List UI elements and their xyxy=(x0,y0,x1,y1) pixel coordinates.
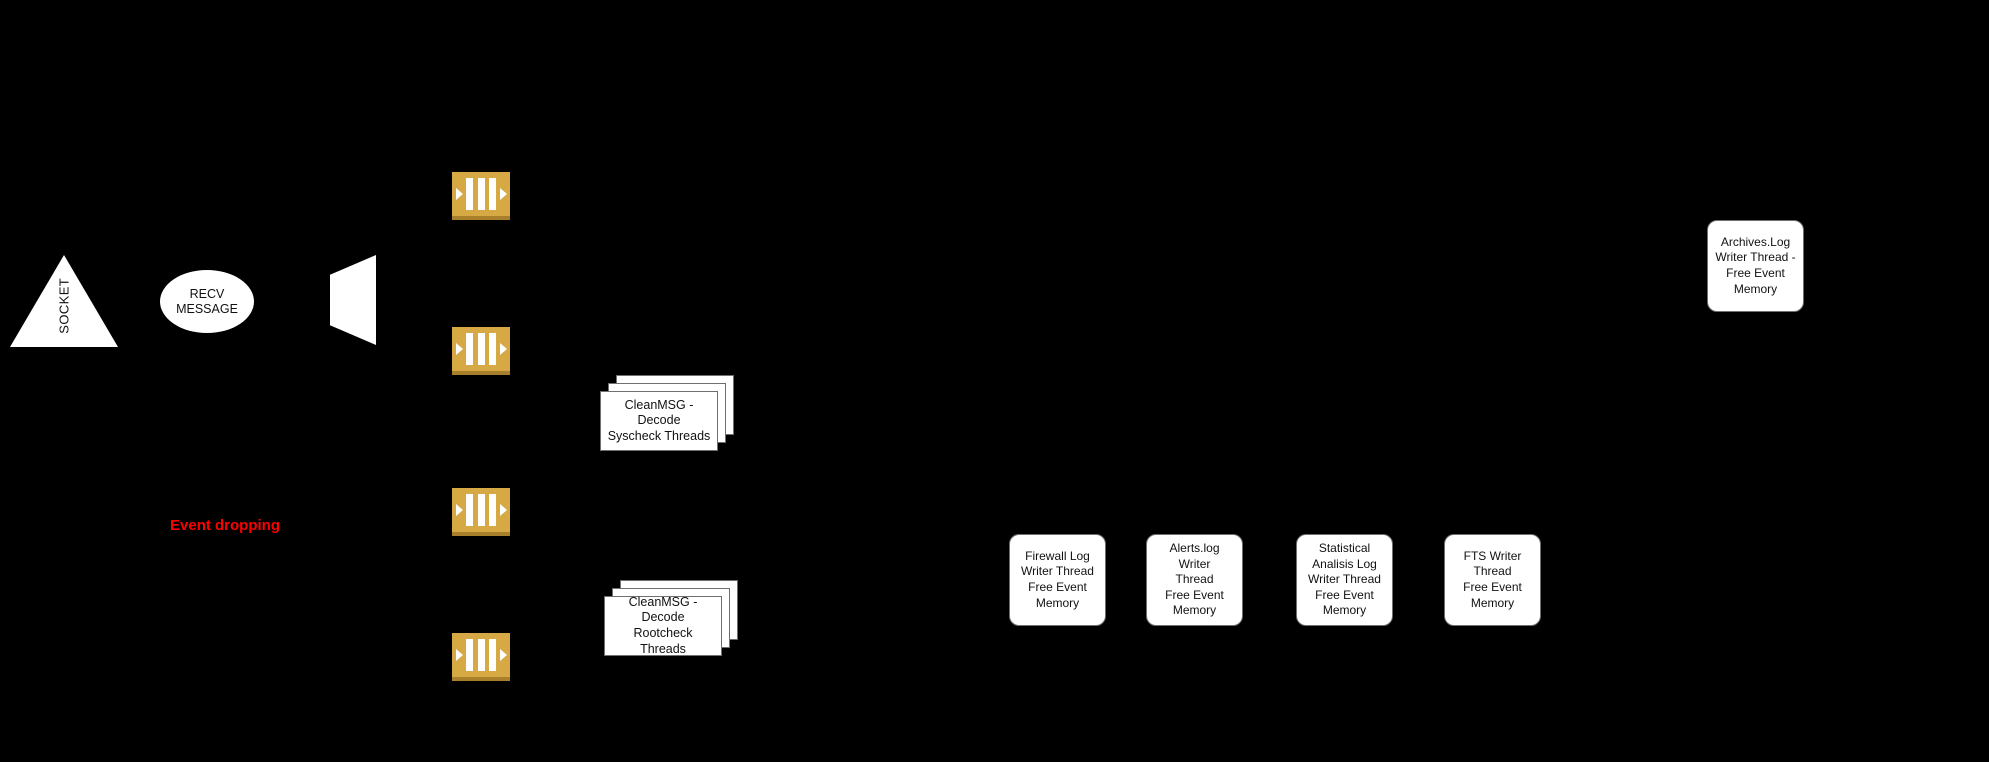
decode-threads-line2: Rootcheck Threads xyxy=(633,626,693,656)
queue-out-arrow-icon xyxy=(500,343,507,355)
writer-firewall-log[interactable]: Firewall Log Writer Thread Free Event Me… xyxy=(1009,534,1106,626)
queue-bars-icon xyxy=(466,333,496,365)
decode-threads-rootcheck[interactable]: CleanMSG - Decode Rootcheck Threads xyxy=(604,580,740,668)
queue-out-arrow-icon xyxy=(500,649,507,661)
writer-line: Firewall Log xyxy=(1025,548,1090,563)
writer-line: Free Event xyxy=(1726,266,1785,280)
writer-archives-log[interactable]: Archives.Log Writer Thread - Free Event … xyxy=(1707,220,1804,312)
queue-icon-syscollector-decode[interactable] xyxy=(452,488,510,532)
writer-line: Statistical xyxy=(1318,541,1371,556)
writer-alerts-log[interactable]: Alerts.log Writer Thread Free Event Memo… xyxy=(1146,534,1243,626)
writer-line: Thread xyxy=(1175,572,1214,587)
writer-line: FTS Writer xyxy=(1463,548,1522,563)
decode-threads-line2: Syscheck Threads xyxy=(607,428,711,443)
writer-line: Memory xyxy=(1322,603,1367,618)
decode-threads-label-box: CleanMSG - Decode Rootcheck Threads xyxy=(604,594,722,656)
decode-threads-syscheck[interactable]: CleanMSG - Decode Syscheck Threads xyxy=(600,375,736,463)
queue-bars-icon xyxy=(466,639,496,671)
writer-line: Archives.Log xyxy=(1720,234,1791,249)
queue-in-arrow-icon xyxy=(456,649,463,661)
queue-icon-syscheck-decode[interactable] xyxy=(452,172,510,216)
message-dispatcher-funnel[interactable] xyxy=(330,255,376,345)
decode-threads-line1: CleanMSG - Decode xyxy=(624,397,694,428)
queue-bars-icon xyxy=(466,494,496,526)
decode-threads-label-box: CleanMSG - Decode Syscheck Threads xyxy=(600,391,718,451)
writer-line: Memory xyxy=(1470,595,1515,610)
writer-statistical-log[interactable]: Statistical Analisis Log Writer Thread F… xyxy=(1296,534,1393,626)
recv-message-label: RECV MESSAGE xyxy=(176,287,238,316)
socket-node[interactable]: SOCKET xyxy=(10,255,118,347)
recv-message-node[interactable]: RECV MESSAGE xyxy=(160,270,254,333)
writer-line: Writer Thread - xyxy=(1715,250,1796,265)
queue-in-arrow-icon xyxy=(456,504,463,516)
queue-in-arrow-icon xyxy=(456,188,463,200)
writer-line: Memory xyxy=(1172,603,1217,618)
writer-line: Writer Thread xyxy=(1021,564,1094,579)
socket-label: SOCKET xyxy=(56,277,72,334)
writer-line: Free Event xyxy=(1165,587,1224,602)
queue-icon-rootcheck-decode[interactable] xyxy=(452,327,510,371)
queue-out-arrow-icon xyxy=(500,504,507,516)
writer-line: Memory xyxy=(1733,281,1778,296)
writer-line: Analisis Log xyxy=(1312,556,1377,571)
queue-out-arrow-icon xyxy=(500,188,507,200)
funnel-shape xyxy=(330,255,376,345)
writer-line: Free Event xyxy=(1028,580,1087,594)
writer-line: Free Event xyxy=(1315,587,1374,602)
writer-line: Free Event xyxy=(1463,580,1522,594)
queue-icon-hostinfo-decode[interactable] xyxy=(452,633,510,677)
writer-fts[interactable]: FTS Writer Thread Free Event Memory xyxy=(1444,534,1541,626)
writer-line: Alerts.log Writer xyxy=(1169,541,1220,571)
socket-triangle xyxy=(10,255,118,347)
queue-in-arrow-icon xyxy=(456,343,463,355)
writer-line: Writer Thread xyxy=(1308,572,1381,587)
queue-bars-icon xyxy=(466,178,496,210)
writer-line: Memory xyxy=(1035,595,1080,610)
decode-threads-line1: CleanMSG - Decode xyxy=(628,594,698,625)
event-dropping-warning: Event dropping xyxy=(170,517,280,534)
writer-line: Thread xyxy=(1473,564,1512,579)
